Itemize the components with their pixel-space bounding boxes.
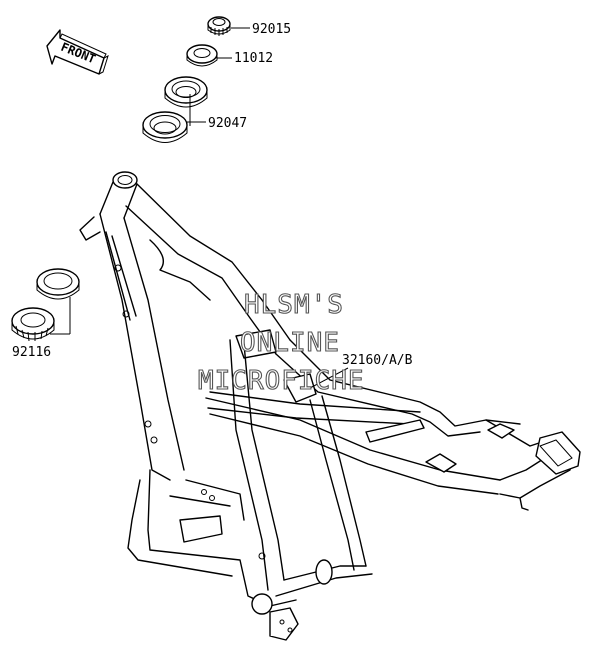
part-number-92047: 92047 xyxy=(208,116,247,131)
part-number-32160: 32160/A/B xyxy=(342,353,413,368)
nut-icon xyxy=(207,16,231,36)
leader-line-32160 xyxy=(309,367,349,389)
part-number-92116: 92116 xyxy=(12,345,51,360)
front-arrow-icon: FRONT xyxy=(46,29,109,75)
watermark: HLSM'S ONLINE MICROFICHE xyxy=(197,289,365,396)
bearing-icon xyxy=(11,268,80,342)
watermark-line-1: HLSM'S xyxy=(244,290,344,320)
part-number-11012: 11012 xyxy=(234,51,273,66)
watermark-line-2: ONLINE xyxy=(240,328,340,358)
watermark-line-3: MICROFICHE xyxy=(198,366,365,396)
washer-icon xyxy=(186,44,218,67)
bearing-race-icon xyxy=(142,76,208,143)
part-number-92015: 92015 xyxy=(252,22,291,37)
frame-icon xyxy=(79,171,581,641)
